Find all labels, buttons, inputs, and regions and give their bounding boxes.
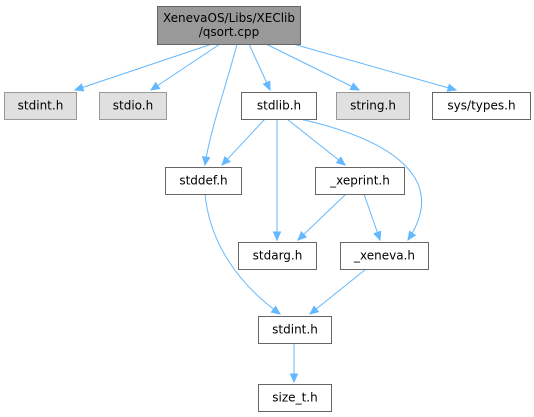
edge-line (204, 193, 281, 315)
node-box (165, 167, 242, 195)
edge-line (74, 43, 213, 91)
node-label: /qsort.cpp (199, 25, 260, 39)
node-label: stddef.h (179, 174, 227, 188)
edge-line (292, 43, 457, 91)
edge-stdlib-to-xeneva (299, 118, 423, 242)
node-label: stdint.h (18, 99, 64, 113)
node-box (99, 92, 167, 120)
edge-root-to-stdint_sys (73, 43, 213, 92)
edge-line (309, 268, 367, 315)
node-box (258, 384, 332, 412)
node-box (432, 92, 531, 120)
arrowhead-icon (297, 231, 308, 241)
arrowhead-icon (446, 83, 458, 92)
edge-line (297, 193, 347, 241)
edge-root-to-string (265, 43, 361, 91)
node-box (238, 242, 317, 270)
node-label: stdio.h (113, 99, 153, 113)
edge-xeprint-to-xeneva (363, 193, 382, 242)
arrowhead-icon (201, 155, 211, 167)
edge-xeprint-to-stdarg (297, 193, 347, 241)
edge-root-to-systypes (292, 43, 458, 92)
arrowhead-icon (262, 80, 271, 92)
node-size-t[interactable]: size_t.h (258, 384, 332, 412)
node-stdarg[interactable]: stdarg.h (238, 242, 317, 270)
edge-line (221, 118, 266, 166)
node-string[interactable]: string.h (336, 92, 410, 120)
arrowhead-icon (309, 305, 320, 315)
arrowhead-icon (373, 230, 382, 242)
edge-root-to-stdlib (248, 43, 271, 92)
edge-line (265, 43, 360, 91)
node-stdio[interactable]: stdio.h (99, 92, 167, 120)
arrowhead-icon (335, 156, 346, 166)
edge-line (204, 43, 238, 166)
node-stdlib[interactable]: stdlib.h (241, 92, 317, 120)
node-stddef[interactable]: stddef.h (165, 167, 242, 195)
arrowhead-icon (289, 373, 299, 384)
edge-stdint_local-to-size_t (289, 343, 299, 384)
edge-stdlib-to-stdarg (272, 119, 282, 242)
node-root[interactable]: XenevaOS/Libs/XEClib/qsort.cpp (157, 6, 301, 45)
node-label: size_t.h (272, 391, 317, 405)
node-box (258, 316, 332, 344)
node-stdint-local[interactable]: stdint.h (258, 316, 332, 344)
node-label: XenevaOS/Libs/XEClib (163, 11, 295, 25)
node-box (340, 242, 429, 270)
edge-stdlib-to-xeprint (286, 118, 346, 166)
arrowhead-icon (349, 82, 361, 91)
node-label: stdarg.h (253, 249, 303, 263)
node-box (157, 6, 301, 45)
node-label: string.h (350, 99, 396, 113)
node-label: _xeneva.h (353, 249, 415, 263)
arrowhead-icon (73, 83, 85, 92)
arrowhead-icon (407, 230, 417, 242)
node-box (336, 92, 410, 120)
node-systypes[interactable]: sys/types.h (432, 92, 531, 120)
node-label: stdint.h (272, 323, 318, 337)
edge-xeneva-to-stdint_local (309, 268, 367, 315)
node-label: sys/types.h (447, 99, 515, 113)
node-xeneva[interactable]: _xeneva.h (340, 242, 429, 270)
arrowhead-icon (221, 155, 231, 166)
edge-line (150, 43, 221, 91)
node-xeprint[interactable]: _xeprint.h (315, 167, 405, 195)
edge-line (299, 118, 423, 241)
node-box (315, 167, 405, 195)
node-box (4, 92, 77, 120)
arrowhead-icon (270, 305, 282, 315)
edge-root-to-stddef (201, 43, 238, 167)
edges-layer (73, 43, 458, 384)
node-stdint-sys[interactable]: stdint.h (4, 92, 77, 120)
edge-stdlib-to-stddef (221, 118, 266, 166)
arrowhead-icon (149, 81, 161, 91)
node-label: stdlib.h (257, 99, 301, 113)
node-box (241, 92, 317, 120)
nodes-layer: XenevaOS/Libs/XEClib/qsort.cpp stdint.h st… (4, 6, 531, 412)
node-label: _xeprint.h (329, 174, 390, 188)
arrowhead-icon (272, 231, 282, 242)
edge-line (286, 118, 346, 166)
edge-stddef-to-stdint_local (204, 193, 282, 315)
edge-root-to-stdio (149, 43, 221, 91)
